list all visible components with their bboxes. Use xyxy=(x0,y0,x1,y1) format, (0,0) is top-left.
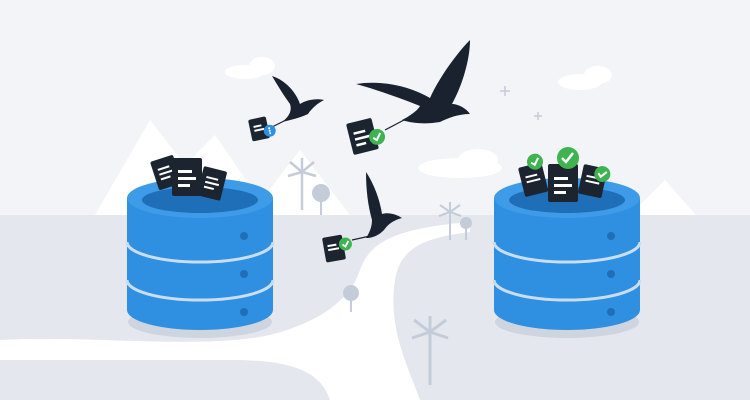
palm-tree-icon xyxy=(287,158,317,210)
document-icon xyxy=(248,116,276,142)
bird-carrier-large xyxy=(346,40,470,155)
document-icon xyxy=(172,158,202,196)
bird-icon xyxy=(272,76,324,122)
bird-icon xyxy=(366,172,402,238)
document-icon xyxy=(197,166,227,201)
cloud-middle xyxy=(418,149,502,178)
source-database xyxy=(125,155,275,338)
sparkle-icon xyxy=(500,86,542,120)
round-tree-icon xyxy=(460,217,472,240)
cloud-top-left xyxy=(225,57,275,79)
bird-carrier-small xyxy=(248,76,324,142)
verified-document-icon xyxy=(322,234,352,263)
verified-document-icon xyxy=(518,153,549,197)
database-opening xyxy=(142,187,258,213)
target-database xyxy=(492,147,642,338)
bird-icon xyxy=(356,40,470,124)
bird-carrier-middle xyxy=(322,172,402,263)
verified-document-icon xyxy=(548,147,579,202)
verified-document-icon xyxy=(346,118,386,155)
verified-document-icon xyxy=(578,164,611,198)
palm-tree-icon xyxy=(438,202,462,240)
round-tree-icon xyxy=(343,285,359,312)
cloud-top-right xyxy=(558,66,612,90)
palm-tree-icon xyxy=(411,316,449,385)
round-tree-icon xyxy=(312,184,330,215)
road xyxy=(0,222,470,400)
